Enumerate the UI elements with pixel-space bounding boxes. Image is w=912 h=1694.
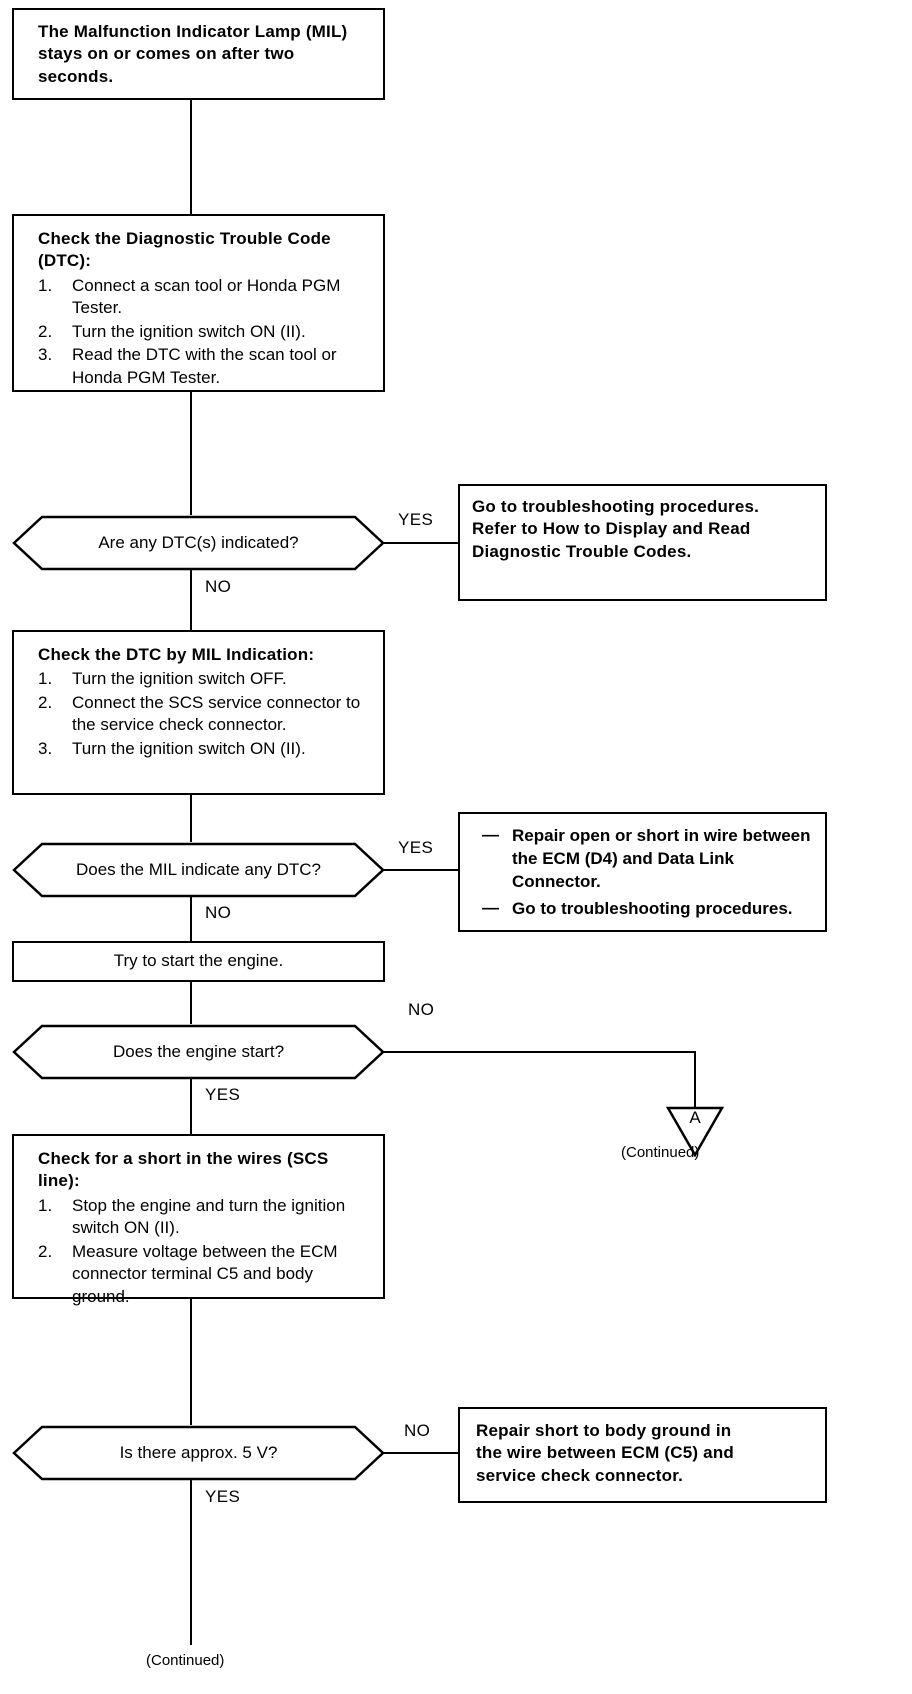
node-try-start-text: Try to start the engine. [113, 951, 284, 971]
bullet-text: Go to troubleshooting proce­dures. [512, 898, 793, 918]
repair-c5-line2: the wire between ECM (C5) and [476, 1443, 735, 1463]
edge-engine-start-yes [190, 1078, 192, 1134]
edge-engine-start-no-vertical [694, 1051, 696, 1107]
edge-mil-indicate-yes [383, 869, 458, 871]
list-item: 1. Turn the ignition switch OFF. [38, 668, 371, 690]
list-item: 1. Connect a scan tool or Honda PGM Test… [38, 275, 373, 320]
edge-check-dtc-to-dtc-indicated [190, 392, 192, 515]
node-check-short-box: Check for a short in the wires (SCS line… [12, 1134, 385, 1306]
node-check-dtc-steps: 1. Connect a scan tool or Honda PGM Test… [38, 275, 373, 389]
step-text: Connect a scan tool or Honda PGM Tester. [72, 275, 341, 318]
edge-approx-5v-no [383, 1452, 458, 1454]
decision-mil-indicate-label: Does the MIL indicate any DTC? [75, 860, 322, 879]
branch-label-no: NO [408, 1000, 435, 1019]
node-try-start-box: Try to start the engine. [12, 941, 385, 982]
edge-mil-indicate-no [190, 896, 192, 941]
step-text: Turn the ignition switch ON (II). [72, 738, 306, 758]
node-repair-c5-box: Repair short to body ground in the wire … [458, 1407, 827, 1503]
list-item: 2. Turn the ignition switch ON (II). [38, 321, 373, 343]
branch-label-yes: YES [205, 1085, 241, 1104]
node-start-box: The Malfunction Indicator Lamp (MIL) sta… [12, 8, 385, 100]
edge-dtc-indicated-yes [383, 542, 458, 544]
step-text: Read the DTC with the scan tool or Honda… [72, 345, 337, 387]
triangle-icon [666, 1106, 724, 1157]
list-item: 2. Connect the SCS service connector to … [38, 692, 371, 737]
dash-bullet-icon: — [482, 897, 499, 917]
node-check-mil-box: Check the DTC by MIL Indication: 1. Turn… [12, 630, 385, 795]
repair-c5-line3: service check connector. [476, 1465, 684, 1485]
offpage-connector-a-label: A [689, 1108, 701, 1127]
edge-engine-start-no-horizontal [383, 1051, 696, 1053]
decision-dtc-indicated-label: Are any DTC(s) indicated? [98, 533, 299, 552]
branch-label-no: NO [205, 903, 232, 922]
step-number: 3. [38, 345, 53, 365]
list-item: — Go to troubleshooting proce­dures. [482, 898, 813, 921]
dash-bullet-icon: — [482, 825, 499, 844]
step-text: Stop the engine and turn the ignition sw… [72, 1195, 346, 1238]
goto-troubleshooting-line2: Refer to How to Display and Read [472, 519, 751, 539]
decision-engine-start-label: Does the engine start? [112, 1042, 285, 1061]
branch-label-yes: YES [205, 1487, 241, 1506]
edge-check-mil-to-mil-indicate [190, 795, 192, 842]
step-text: Turn the ignition switch ON (II). [72, 321, 306, 341]
node-repair-d4-box: — Repair open or short in wire between t… [458, 812, 827, 932]
offpage-connector-a: A [666, 1105, 724, 1157]
node-start-text: The Malfunction Indicator Lamp (MIL) sta… [38, 22, 348, 86]
list-item: 2. Measure voltage between the ECM conne… [38, 1241, 371, 1308]
goto-troubleshooting-line1: Go to troubleshooting procedures. [472, 497, 760, 516]
repair-d4-bullets: — Repair open or short in wire between t… [482, 825, 813, 921]
step-text: Connect the SCS service connector to the… [72, 692, 361, 735]
bullet-text: Repair open or short in wire between the… [512, 826, 811, 891]
node-check-short-steps: 1. Stop the engine and turn the ignition… [38, 1195, 371, 1308]
repair-c5-line1: Repair short to body ground in [476, 1421, 732, 1440]
step-number: 2. [38, 321, 53, 341]
goto-troubleshooting-line3: Diagnostic Trouble Codes. [472, 541, 692, 561]
step-number: 1. [38, 275, 53, 295]
decision-approx-5v: Is there approx. 5 V? [12, 1425, 385, 1481]
offpage-connector-a-continued: (Continued) [621, 1144, 700, 1161]
step-number: 2. [38, 1241, 53, 1261]
node-check-dtc-title: Check the Diagnostic Trouble Code (DTC): [38, 229, 331, 271]
bottom-continued-label: (Continued) [146, 1652, 225, 1669]
edge-start-to-check-dtc [190, 100, 192, 214]
list-item: 1. Stop the engine and turn the ignition… [38, 1195, 371, 1240]
node-check-short-title: Check for a short in the wires (SCS line… [38, 1149, 329, 1191]
edge-dtc-indicated-no [190, 569, 192, 630]
edge-try-start-to-engine-start [190, 982, 192, 1024]
step-text: Measure voltage between the ECM connecto… [72, 1241, 338, 1306]
branch-label-yes: YES [398, 510, 434, 529]
list-item: — Repair open or short in wire between t… [482, 825, 813, 894]
node-check-dtc-box: Check the Diagnostic Trouble Code (DTC):… [12, 214, 385, 392]
step-number: 3. [38, 738, 53, 758]
step-text: Turn the ignition switch OFF. [72, 669, 287, 689]
decision-mil-indicate: Does the MIL indicate any DTC? [12, 842, 385, 898]
node-goto-troubleshooting-box: Go to troubleshooting procedures. Refer … [458, 484, 827, 601]
step-number: 1. [38, 1195, 53, 1215]
node-check-mil-steps: 1. Turn the ignition switch OFF. 2. Conn… [38, 668, 371, 760]
decision-dtc-indicated: Are any DTC(s) indicated? [12, 515, 385, 571]
decision-approx-5v-label: Is there approx. 5 V? [119, 1443, 278, 1462]
list-item: 3. Read the DTC with the scan tool or Ho… [38, 344, 373, 389]
edge-approx-5v-yes [190, 1479, 192, 1645]
branch-label-no: NO [404, 1421, 431, 1440]
list-item: 3. Turn the ignition switch ON (II). [38, 738, 371, 760]
step-number: 1. [38, 669, 53, 689]
step-number: 2. [38, 692, 53, 712]
node-check-mil-title: Check the DTC by MIL Indication: [38, 645, 315, 664]
decision-engine-start: Does the engine start? [12, 1024, 385, 1080]
edge-check-short-to-approx-5v [190, 1299, 192, 1425]
branch-label-yes: YES [398, 838, 434, 857]
branch-label-no: NO [205, 577, 232, 596]
